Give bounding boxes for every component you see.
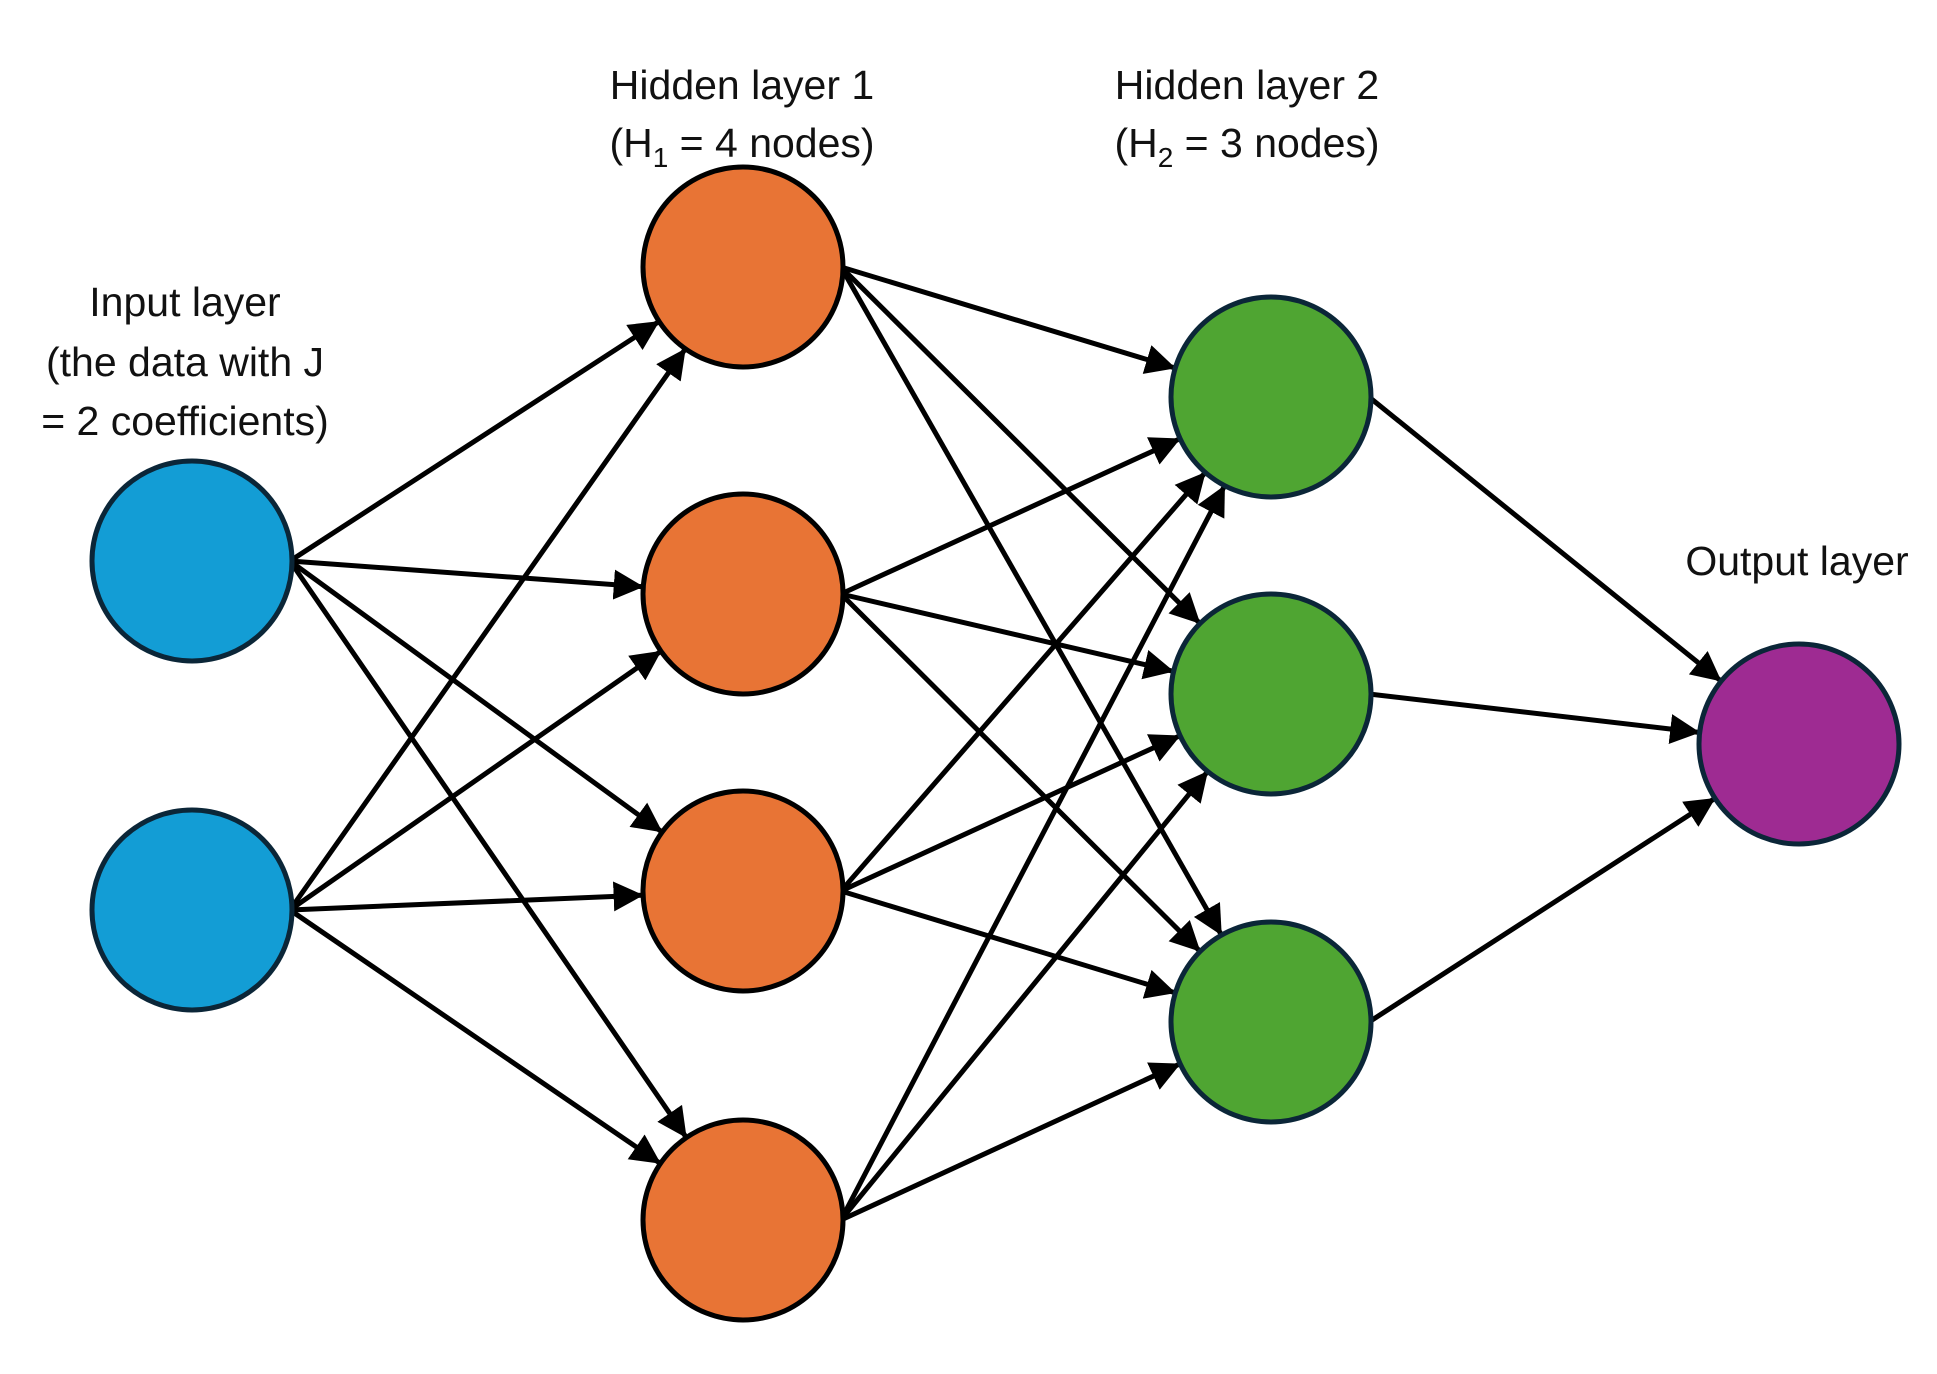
connections: [287, 264, 1722, 1223]
edge-hidden2-3-to-output-1: [1367, 797, 1716, 1025]
input-layer-desc-line1: (the data with J: [46, 339, 324, 385]
edge-hidden1-4-to-hidden2-2: [839, 771, 1209, 1222]
h1-prefix: (H: [609, 120, 652, 166]
edge-input-2-to-hidden1-3: [289, 881, 644, 913]
edge-input-2-to-hidden1-2: [288, 650, 662, 913]
hidden-layer-1-label: Hidden layer 1 (H1 = 4 nodes): [609, 62, 874, 173]
edge-hidden2-1-to-output-1: [1367, 395, 1722, 682]
input-layer-title: Input layer: [89, 279, 280, 325]
input-layer-label: Input layer (the data with J = 2 coeffic…: [41, 279, 329, 444]
edge-input-2-to-hidden1-1: [287, 348, 687, 912]
h2-suffix: = 3 nodes): [1173, 120, 1379, 166]
hidden2-node-1: [1168, 294, 1374, 500]
output-layer-title: Output layer: [1685, 538, 1908, 584]
edge-hidden1-1-to-hidden2-1: [840, 264, 1176, 374]
h2-prefix: (H: [1114, 120, 1157, 166]
edge-hidden1-4-to-hidden2-1: [838, 485, 1226, 1222]
edge-input-2-to-hidden1-4: [288, 907, 661, 1165]
nodes: [89, 164, 1902, 1323]
hidden-layer-2-count: (H2 = 3 nodes): [1114, 120, 1379, 173]
edge-hidden1-3-to-hidden2-3: [840, 888, 1176, 999]
h2-subscript: 2: [1158, 142, 1174, 173]
edge-hidden1-1-to-hidden2-2: [839, 265, 1201, 624]
edge-hidden1-1-to-hidden2-3: [838, 265, 1223, 936]
hidden-layer-2-label: Hidden layer 2 (H2 = 3 nodes): [1114, 62, 1379, 173]
edge-hidden1-2-to-hidden2-2: [840, 591, 1175, 680]
edge-hidden1-2-to-hidden2-1: [839, 437, 1181, 597]
hidden-layer-1-title: Hidden layer 1: [610, 62, 874, 108]
output-node-1: [1696, 641, 1902, 847]
input-node-1: [89, 458, 295, 664]
edge-hidden2-2-to-output-1: [1368, 691, 1701, 744]
hidden1-node-2: [640, 491, 846, 697]
hidden2-node-3: [1168, 919, 1374, 1125]
edge-input-1-to-hidden1-2: [289, 558, 644, 600]
input-layer-desc-line2: = 2 coefficients): [41, 398, 329, 444]
h1-suffix: = 4 nodes): [668, 120, 874, 166]
hidden2-node-2: [1168, 591, 1374, 797]
edge-hidden1-2-to-hidden2-3: [839, 592, 1201, 952]
h1-subscript: 1: [653, 142, 669, 173]
edge-hidden1-3-to-hidden2-1: [839, 472, 1206, 893]
hidden1-node-1: [640, 164, 846, 370]
hidden-layer-1-count: (H1 = 4 nodes): [609, 120, 874, 173]
edge-input-1-to-hidden1-3: [288, 558, 663, 833]
edge-input-1-to-hidden1-4: [287, 559, 688, 1139]
hidden-layer-2-title: Hidden layer 2: [1115, 62, 1379, 108]
input-node-2: [89, 807, 295, 1013]
output-layer-label: Output layer: [1685, 538, 1908, 584]
edge-hidden1-3-to-hidden2-2: [839, 734, 1181, 894]
edge-hidden1-4-to-hidden2-3: [839, 1062, 1181, 1223]
edge-input-1-to-hidden1-1: [288, 320, 660, 564]
hidden1-node-3: [640, 788, 846, 994]
hidden1-node-4: [640, 1117, 846, 1323]
